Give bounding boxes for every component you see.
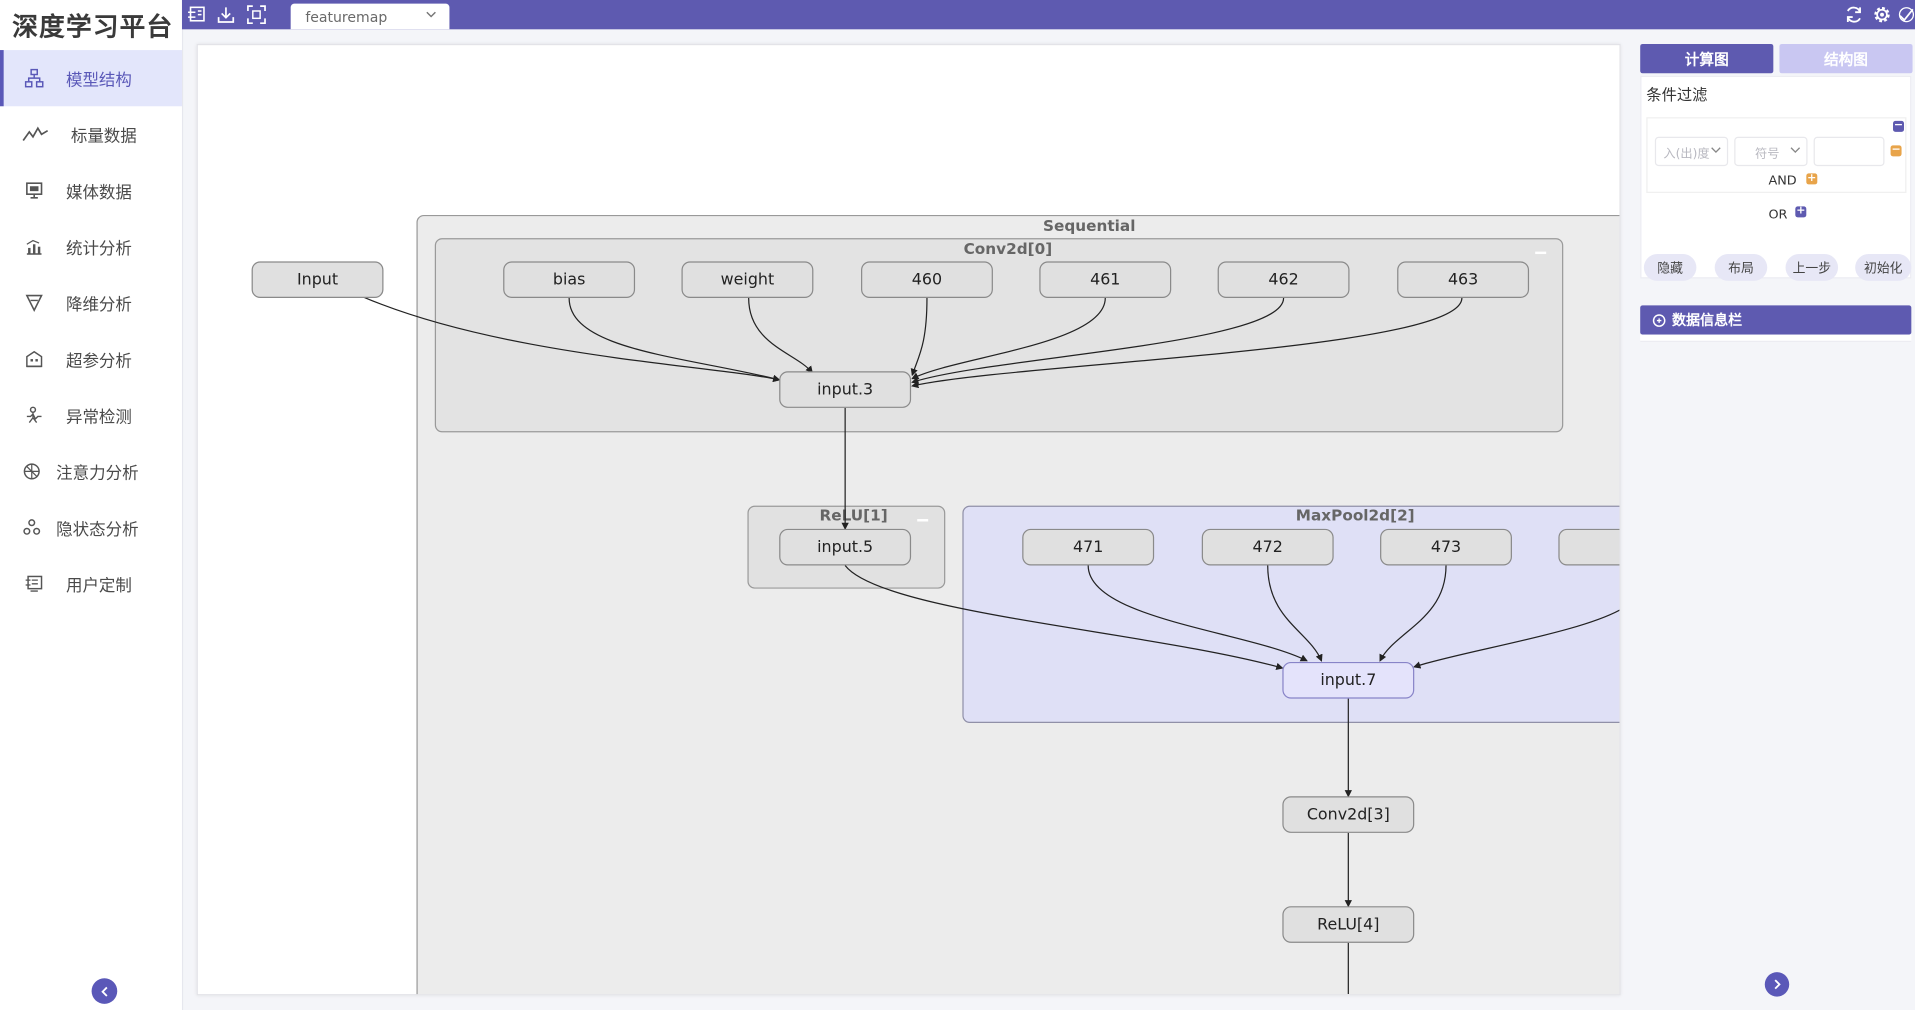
- node-474[interactable]: 4: [1558, 528, 1620, 566]
- sidebar-menu: 模型结构 标量数据 媒体数据 统计分析: [0, 50, 182, 612]
- info-panel-body: [1640, 334, 1912, 342]
- chevron-left-icon: [100, 986, 107, 997]
- collapse-group-icon[interactable]: [917, 519, 929, 522]
- sidebar-item-anomaly[interactable]: 异常检测: [0, 387, 182, 443]
- data-info-bar[interactable]: 数据信息栏: [1640, 305, 1912, 335]
- hierarchy-icon: [24, 68, 44, 88]
- sidebar: 深度学习平台 模型结构 标量数据 媒体数据: [0, 0, 184, 1010]
- filter-condition-row: 入(出)度 符号 − AND +: [1646, 117, 1907, 193]
- brand-title: 深度学习平台: [12, 12, 174, 42]
- pulse-person-icon: [24, 405, 44, 425]
- monitor-icon: [24, 181, 44, 201]
- node-461[interactable]: 461: [1039, 261, 1172, 298]
- remove-condition-icon[interactable]: −: [1890, 144, 1902, 157]
- sidebar-item-model-structure[interactable]: 模型结构: [0, 50, 182, 107]
- node-relu-4[interactable]: ReLU[4]: [1282, 906, 1415, 943]
- group-label-conv2d-0: Conv2d[0]: [963, 239, 1053, 258]
- target-icon: [22, 462, 42, 482]
- sidebar-item-label: 异常检测: [65, 407, 132, 428]
- operator-select[interactable]: 符号: [1734, 136, 1808, 167]
- sidebar-item-user-custom[interactable]: 用户定制: [0, 556, 182, 612]
- sidebar-item-dim-reduction[interactable]: 降维分析: [0, 275, 182, 331]
- refresh-icon[interactable]: [1844, 5, 1864, 25]
- graph-select-value: featuremap: [305, 7, 388, 26]
- download-icon[interactable]: [216, 5, 236, 25]
- add-and-condition-icon[interactable]: +: [1806, 172, 1818, 185]
- group-label-relu-1: ReLU[1]: [819, 505, 888, 524]
- chevron-down-icon: [426, 11, 436, 18]
- add-or-group-icon[interactable]: +: [1795, 205, 1807, 218]
- data-info-bar-label: 数据信息栏: [1671, 311, 1743, 329]
- sidebar-item-attention[interactable]: 注意力分析: [0, 443, 182, 499]
- link-icon[interactable]: [1898, 5, 1915, 25]
- node-471[interactable]: 471: [1022, 528, 1155, 566]
- sidebar-item-label: 降维分析: [65, 295, 132, 316]
- node-460[interactable]: 460: [861, 261, 993, 298]
- sidebar-item-label: 注意力分析: [56, 464, 139, 484]
- group-label-sequential: Sequential: [1042, 216, 1136, 235]
- chevron-down-icon: [1711, 147, 1721, 154]
- remove-group-icon[interactable]: −: [1893, 119, 1905, 132]
- collapse-group-icon[interactable]: [1535, 251, 1547, 255]
- node-473[interactable]: 473: [1380, 528, 1512, 566]
- sidebar-item-scalar-data[interactable]: 标量数据: [0, 106, 182, 162]
- import-icon[interactable]: [187, 5, 207, 25]
- sidebar-item-label: 模型结构: [65, 70, 132, 91]
- sidebar-item-label: 超参分析: [65, 351, 132, 372]
- settings-icon[interactable]: [1872, 5, 1892, 25]
- node-input-7[interactable]: input.7: [1282, 661, 1415, 699]
- node-input[interactable]: Input: [251, 261, 384, 298]
- graph-select-dropdown[interactable]: featuremap: [290, 3, 450, 30]
- collapse-right-panel-button[interactable]: [1764, 972, 1790, 997]
- sidebar-item-label: 统计分析: [65, 239, 132, 259]
- sidebar-item-hyperparam[interactable]: 超参分析: [0, 331, 182, 387]
- or-label: OR: [1768, 207, 1788, 223]
- sidebar-item-label: 用户定制: [65, 576, 132, 596]
- sidebar-item-hidden-state[interactable]: 隐状态分析: [0, 500, 182, 556]
- hide-button[interactable]: 隐藏: [1643, 254, 1697, 281]
- info-icon: [1652, 313, 1666, 327]
- building-icon: [24, 349, 44, 369]
- sidebar-item-statistics[interactable]: 统计分析: [0, 219, 182, 275]
- layout-button[interactable]: 布局: [1714, 254, 1768, 281]
- graph-edges: [362, 296, 1620, 995]
- node-input-3[interactable]: input.3: [779, 371, 912, 408]
- filter-title: 条件过滤: [1646, 85, 1708, 104]
- cycle-icon: [22, 518, 42, 538]
- custom-panel-icon: [24, 574, 44, 594]
- bar-chart-icon: [24, 237, 44, 257]
- node-bias[interactable]: bias: [503, 261, 636, 298]
- fit-screen-icon[interactable]: [247, 5, 267, 25]
- line-trend-icon: [22, 125, 49, 145]
- collapse-sidebar-button[interactable]: [91, 978, 118, 1004]
- node-conv2d-3[interactable]: Conv2d[3]: [1282, 796, 1415, 833]
- degree-select[interactable]: 入(出)度: [1654, 136, 1729, 167]
- node-weight[interactable]: weight: [681, 261, 814, 298]
- tab-compute-graph[interactable]: 计算图: [1640, 43, 1774, 74]
- undo-button[interactable]: 上一步: [1785, 254, 1839, 281]
- reset-button[interactable]: 初始化: [1855, 254, 1912, 281]
- sidebar-item-media-data[interactable]: 媒体数据: [0, 162, 182, 218]
- node-462[interactable]: 462: [1217, 261, 1350, 298]
- group-label-maxpool2d-2: MaxPool2d[2]: [1295, 505, 1415, 524]
- value-input[interactable]: [1813, 136, 1885, 167]
- chevron-right-icon: [1774, 979, 1781, 990]
- sidebar-item-label: 媒体数据: [65, 183, 132, 203]
- top-toolbar: featuremap: [181, 0, 1915, 30]
- node-input-5[interactable]: input.5: [779, 528, 912, 566]
- chevron-down-icon: [1790, 147, 1801, 154]
- funnel-icon: [24, 293, 44, 313]
- and-label: AND: [1768, 173, 1797, 189]
- filter-panel: 条件过滤 − 入(出)度 符号 − AND + OR +: [1640, 75, 1912, 279]
- graph-canvas[interactable]: Sequential Conv2d[0] ReLU[1] MaxPool2d[2…: [196, 43, 1621, 996]
- node-472[interactable]: 472: [1201, 528, 1334, 566]
- sidebar-item-label: 标量数据: [70, 127, 137, 147]
- sidebar-item-label: 隐状态分析: [56, 520, 139, 540]
- node-463[interactable]: 463: [1397, 261, 1530, 298]
- tab-structure-graph[interactable]: 结构图: [1779, 43, 1913, 74]
